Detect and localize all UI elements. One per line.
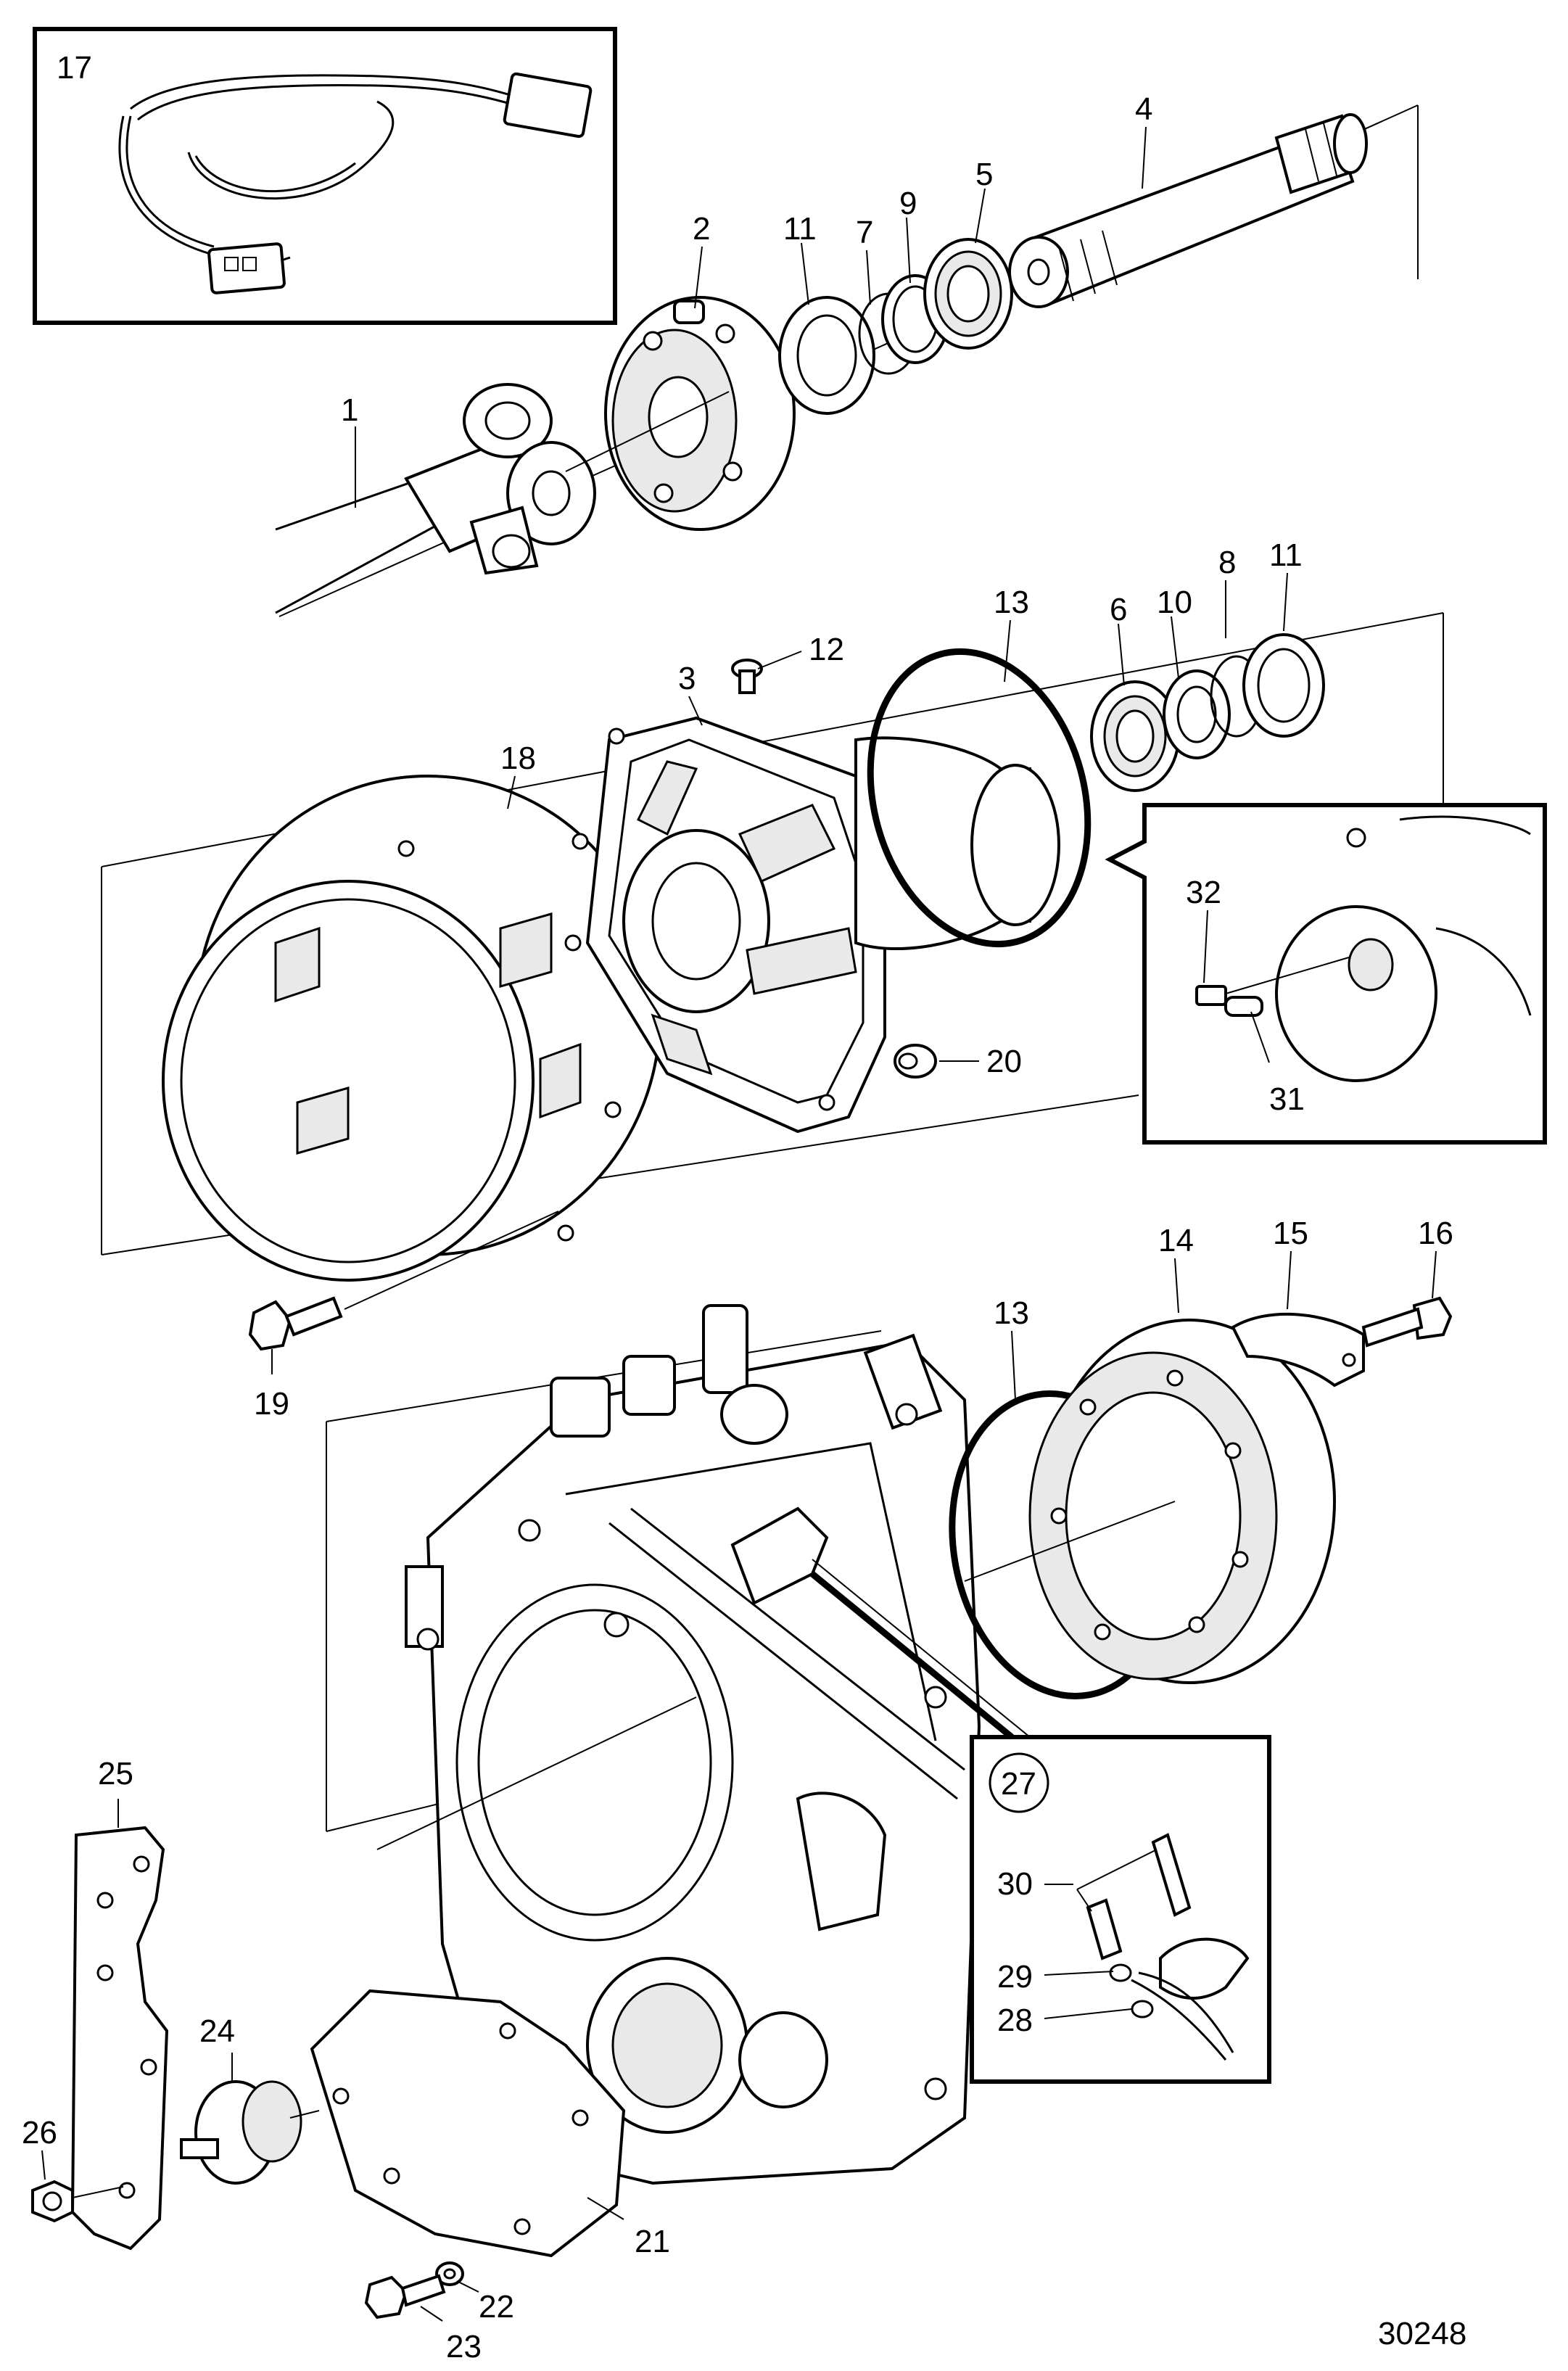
callout-28: 28: [997, 2003, 1033, 2038]
bolt-19: [248, 1211, 559, 1351]
callout-26: 26: [22, 2115, 57, 2151]
gearbox-housing: [405, 1304, 981, 2185]
mounting-plate-25: [70, 1826, 169, 2251]
callout-30: 30: [997, 1866, 1033, 1902]
callout-22: 22: [479, 2289, 514, 2325]
nut-26: [31, 2180, 124, 2223]
callout-21: 21: [635, 2224, 670, 2259]
callout-12: 12: [809, 632, 844, 667]
bell-housing-3: [572, 716, 1060, 1134]
inset-detail-31-32: [1105, 803, 1547, 1145]
callout-11-upper: 11: [783, 211, 817, 247]
washer-22: [435, 2261, 464, 2286]
callout-32: 32: [1186, 875, 1221, 910]
callout-7: 7: [856, 215, 873, 250]
callout-13-lower: 13: [994, 1295, 1029, 1331]
leader-detail-27: [810, 1559, 1031, 1740]
coupling-flange-2: [565, 296, 796, 531]
callout-leaders: [41, 126, 1437, 2322]
callout-10: 10: [1157, 585, 1192, 620]
callout-25: 25: [98, 1756, 133, 1791]
propeller-shaft-1: [275, 383, 596, 614]
cover-plate-21: [310, 1989, 626, 2258]
ring-10: [1163, 669, 1231, 759]
callout-9: 9: [899, 186, 917, 221]
nut-20: [894, 1044, 937, 1079]
bearing-5: [923, 238, 1013, 350]
callout-16: 16: [1418, 1216, 1453, 1251]
flywheel-housing-ring-18: [162, 775, 661, 1282]
callout-18: 18: [500, 741, 536, 776]
callout-numbers: 1 2 3 4 5 6 7 8 9 10 11 11 12 13 13 14 1…: [22, 91, 1453, 2364]
seal-ring-11-lower: [1242, 633, 1325, 738]
output-shaft-4: [1008, 113, 1368, 308]
callout-5: 5: [975, 157, 993, 192]
callout-15: 15: [1273, 1216, 1308, 1251]
o-ring-13-upper: [867, 648, 1092, 948]
bolt-23: [364, 2274, 446, 2320]
bearing-6: [1090, 680, 1180, 792]
bolt-16: [1361, 1296, 1453, 1348]
end-cover-14: [964, 1319, 1336, 1684]
callout-14: 14: [1158, 1223, 1194, 1258]
callout-24: 24: [199, 2013, 235, 2049]
callout-11-lower: 11: [1269, 537, 1303, 573]
callout-31: 31: [1269, 1081, 1305, 1117]
callout-23: 23: [446, 2329, 482, 2364]
callout-27: 27: [1001, 1766, 1036, 1802]
drawing-number: 30248: [1378, 2316, 1466, 2351]
inset-detail-27: [970, 1735, 1271, 2084]
rubber-mount-24: [180, 2080, 320, 2185]
callout-4: 4: [1135, 91, 1152, 127]
screw-12: [731, 659, 763, 694]
callout-20: 20: [986, 1044, 1022, 1079]
callout-6: 6: [1110, 592, 1127, 627]
leader-housing: [376, 1696, 697, 1850]
callout-2: 2: [693, 211, 710, 247]
callout-17: 17: [57, 50, 92, 86]
callout-1: 1: [341, 392, 358, 428]
callout-29: 29: [997, 1959, 1033, 1995]
callout-19: 19: [254, 1386, 289, 1422]
callout-13-upper: 13: [994, 585, 1029, 620]
callout-8: 8: [1218, 545, 1236, 580]
callout-3: 3: [678, 661, 696, 696]
inset-wiring-harness: [33, 27, 617, 325]
seal-ring-11-upper: [778, 296, 875, 415]
